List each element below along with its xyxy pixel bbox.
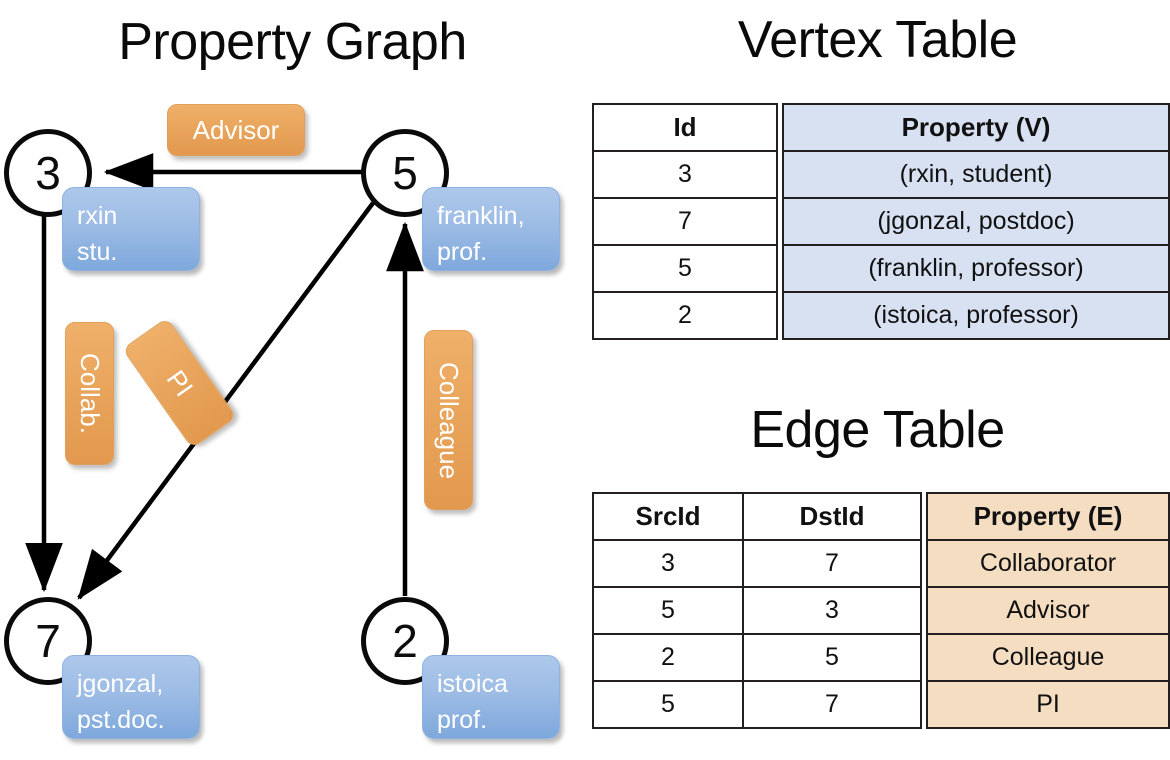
edge-label-colleague-text: Colleague	[434, 361, 464, 479]
edge-cell-property: PI	[926, 680, 1170, 729]
vertex-cell-property: (franklin, professor)	[782, 244, 1170, 293]
vertex-cell-id: 7	[592, 197, 778, 246]
edge-label-pi-text: PI	[160, 364, 200, 402]
vertex-cell-property: (jgonzal, postdoc)	[782, 197, 1170, 246]
edge-table-header-row: SrcId DstId Property (E)	[592, 492, 1170, 541]
table-row: 3 7 Collaborator	[592, 539, 1170, 588]
edge-table-column-gap	[921, 681, 927, 728]
table-row: 5 7 PI	[592, 680, 1170, 729]
vertex-table-column-gap	[777, 104, 783, 151]
edge-label-collab-text: Collab.	[75, 353, 105, 434]
edge-cell-srcid: 5	[592, 586, 744, 635]
table-row: 5 3 Advisor	[592, 586, 1170, 635]
edge-label-advisor: Advisor	[167, 104, 305, 156]
graph-node-3-label: 3	[35, 147, 61, 199]
page-title-edge-table: Edge Table	[750, 401, 1005, 459]
edge-cell-dstid: 7	[742, 539, 922, 588]
vertex-table-column-gap	[777, 198, 783, 245]
node-property-callout-5: franklin, prof.	[422, 187, 560, 271]
node-property-line: prof.	[437, 706, 488, 735]
table-row: 5 (franklin, professor)	[592, 244, 1170, 293]
node-property-callout-3: rxin stu.	[62, 187, 200, 271]
vertex-table-column-gap	[777, 292, 783, 339]
edge-cell-dstid: 5	[742, 633, 922, 682]
node-property-line: istoica	[437, 670, 508, 698]
table-row: 2 (istoica, professor)	[592, 291, 1170, 340]
edge-cell-srcid: 2	[592, 633, 744, 682]
edge-table-column-gap	[921, 540, 927, 587]
edge-cell-srcid: 5	[592, 680, 744, 729]
edge-table-column-gap	[921, 587, 927, 634]
edge-table-header-dstid: DstId	[742, 492, 922, 541]
graph-node-5[interactable]: 5	[361, 129, 449, 217]
graph-node-7-label: 7	[35, 615, 61, 667]
graph-node-5-label: 5	[392, 147, 418, 199]
edge-cell-dstid: 7	[742, 680, 922, 729]
node-property-line: franklin,	[437, 202, 525, 230]
graph-node-2-label: 2	[392, 615, 418, 667]
node-property-line: prof.	[437, 238, 488, 267]
vertex-cell-property: (istoica, professor)	[782, 291, 1170, 340]
vertex-table-header-row: Id Property (V)	[592, 103, 1170, 152]
edge-cell-property: Advisor	[926, 586, 1170, 635]
node-property-line: jgonzal,	[77, 670, 164, 698]
node-property-line: pst.doc.	[77, 706, 165, 735]
edge-label-colleague: Colleague	[424, 330, 473, 510]
table-row: 7 (jgonzal, postdoc)	[592, 197, 1170, 246]
edge-table-header-srcid: SrcId	[592, 492, 744, 541]
table-row: 3 (rxin, student)	[592, 150, 1170, 199]
table-row: 2 5 Colleague	[592, 633, 1170, 682]
node-property-line: rxin	[77, 202, 118, 230]
edge-table-header-property: Property (E)	[926, 492, 1170, 541]
vertex-cell-id: 5	[592, 244, 778, 293]
node-property-callout-7: jgonzal, pst.doc.	[62, 655, 200, 739]
edge-table-column-gap	[921, 493, 927, 540]
property-graph-diagram: 3 5 7 2 rxin stu. franklin, prof. jgonza…	[4, 104, 560, 739]
node-property-line: stu.	[77, 238, 118, 267]
vertex-cell-id: 2	[592, 291, 778, 340]
edge-cell-property: Collaborator	[926, 539, 1170, 588]
edge-cell-srcid: 3	[592, 539, 744, 588]
vertex-cell-property: (rxin, student)	[782, 150, 1170, 199]
page-title-vertex-table: Vertex Table	[737, 11, 1018, 69]
edge-table: SrcId DstId Property (E) 3 7 Collaborato…	[592, 492, 1170, 729]
vertex-table-column-gap	[777, 151, 783, 198]
vertex-table-header-property: Property (V)	[782, 103, 1170, 152]
edge-cell-dstid: 3	[742, 586, 922, 635]
vertex-table-column-gap	[777, 245, 783, 292]
edge-table-column-gap	[921, 634, 927, 681]
edge-label-advisor-text: Advisor	[192, 114, 280, 145]
graph-node-2[interactable]: 2	[361, 597, 449, 685]
vertex-cell-id: 3	[592, 150, 778, 199]
vertex-table-header-id: Id	[592, 103, 778, 152]
edge-cell-property: Colleague	[926, 633, 1170, 682]
vertex-table: Id Property (V) 3 (rxin, student) 7 (jgo…	[592, 103, 1170, 340]
page-title-property-graph: Property Graph	[118, 13, 467, 71]
node-property-callout-2: istoica prof.	[422, 655, 560, 739]
edge-label-collab: Collab.	[65, 322, 114, 465]
